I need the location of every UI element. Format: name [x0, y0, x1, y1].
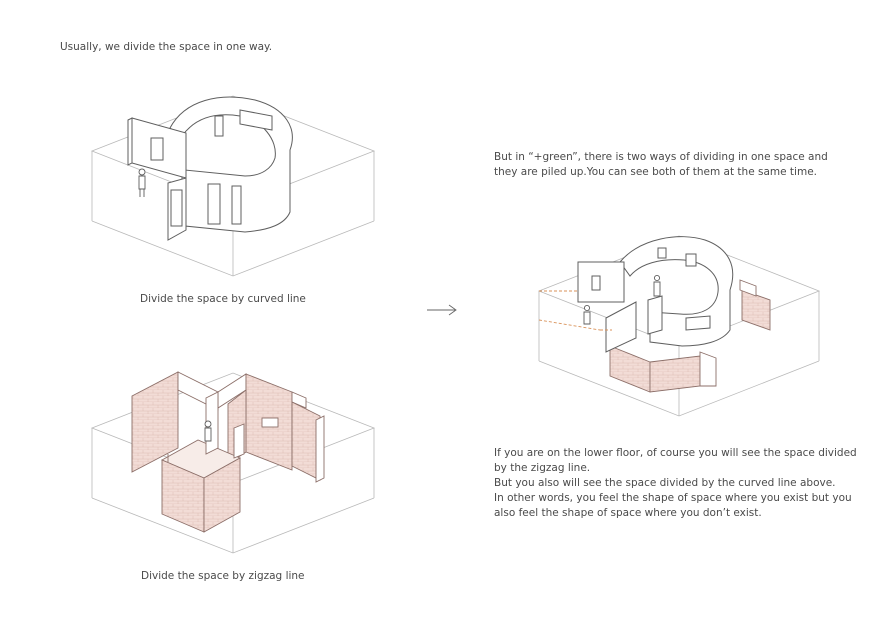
lower-floor-description: If you are on the lower floor, of course… — [494, 446, 857, 521]
dashed-connection-lines — [538, 290, 612, 331]
person-figure — [138, 168, 146, 197]
green-line-2: they are piled up.You can see both of th… — [494, 166, 817, 178]
combined-curved-wall — [577, 236, 734, 353]
intro-text: Usually, we divide the space in one way. — [60, 41, 273, 53]
green-line-1: But in “+green”, there is two ways of di… — [494, 151, 828, 163]
arrow-icon — [427, 304, 457, 316]
person-figure-combined-1 — [583, 304, 591, 325]
person-figure-zigzag — [204, 420, 212, 442]
lower-line-2: by the zigzag line. — [494, 462, 591, 474]
curved-wall — [127, 96, 293, 241]
person-figure-combined-2 — [653, 274, 661, 297]
lower-line-1: If you are on the lower floor, of course… — [494, 447, 857, 459]
caption-zigzag-line: Divide the space by zigzag line — [141, 570, 305, 582]
lower-line-5: also feel the shape of space where you d… — [494, 507, 762, 519]
lower-line-4: In other words, you feel the shape of sp… — [494, 492, 852, 504]
caption-curved-line: Divide the space by curved line — [140, 293, 306, 305]
lower-line-3: But you also will see the space divided … — [494, 477, 836, 489]
green-description: But in “+green”, there is two ways of di… — [494, 150, 828, 180]
zigzag-walls — [131, 371, 325, 533]
